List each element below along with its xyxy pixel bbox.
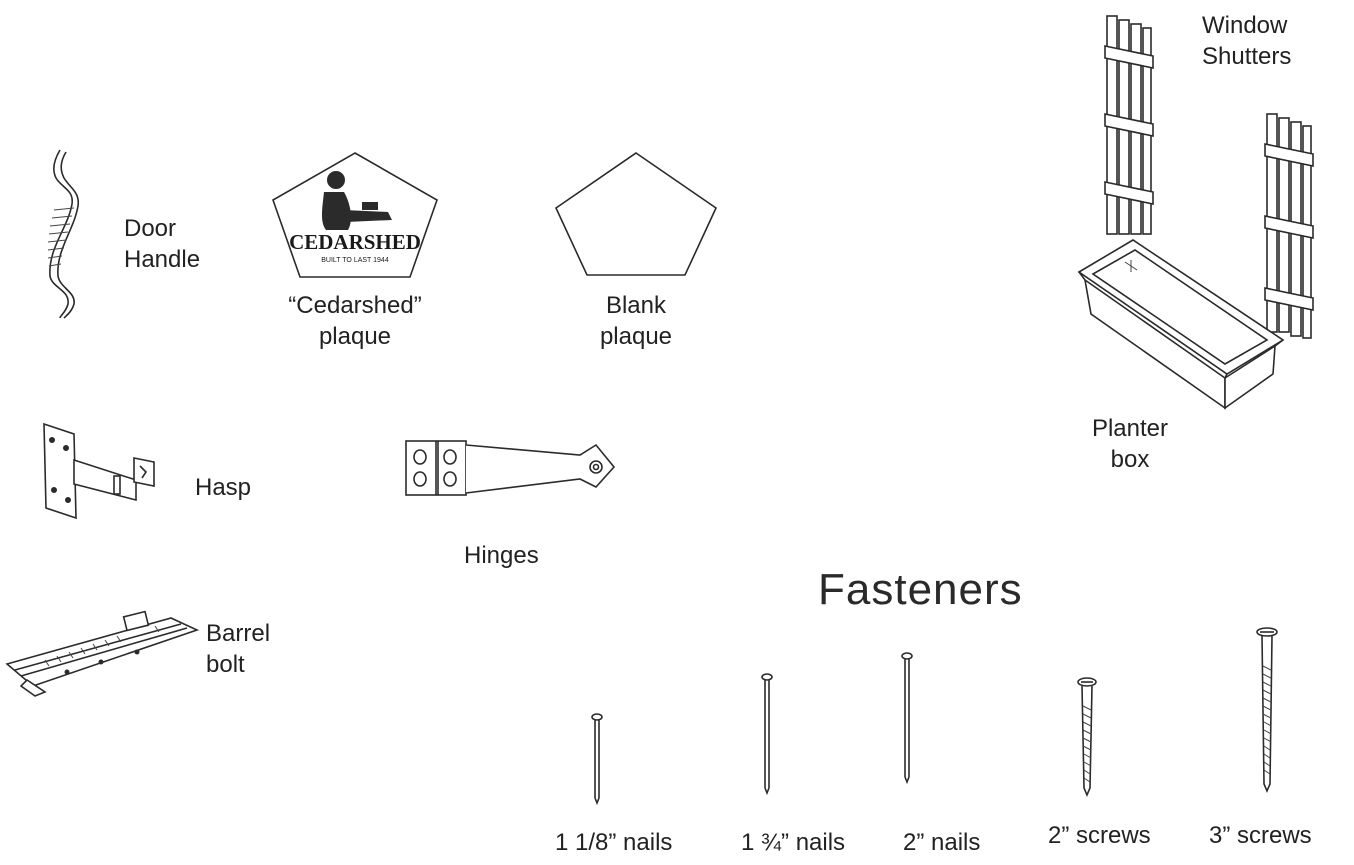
barrel-bolt-label-line1: Barrel: [206, 620, 271, 647]
blank-plaque-label-line2: plaque: [599, 323, 673, 350]
screw-2-illustration: [1077, 677, 1097, 798]
cedarshed-plaque-label-line2: plaque: [318, 323, 392, 350]
fastener-label-nails-1-3-4: 1 ¾” nails: [741, 829, 846, 856]
barrel-bolt-illustration: [5, 610, 200, 697]
cedarshed-logo-figure: [322, 171, 392, 230]
window-shutters-label: Window Shutters: [1202, 10, 1291, 72]
cedarshed-logo-subtext: BUILT TO LAST 1944: [321, 257, 389, 264]
nail-1-3-4-illustration: [761, 673, 773, 796]
nail-1-1-8-illustration: [591, 713, 603, 806]
cedarshed-plaque-label: “Cedarshed” plaque: [255, 290, 455, 352]
planter-box-label-line1: Planter: [1091, 415, 1169, 442]
hasp-label: Hasp: [195, 474, 252, 501]
hasp-illustration: [43, 422, 155, 520]
door-handle-label-line1: Door: [124, 215, 177, 242]
barrel-bolt-label-line2: bolt: [206, 651, 245, 678]
hinge-illustration: [405, 440, 616, 496]
cedarshed-plaque-illustration: CEDARSHED BUILT TO LAST 1944: [272, 152, 438, 278]
window-shutter-left-illustration: [1104, 15, 1154, 235]
blank-plaque-label: Blank plaque: [550, 290, 722, 352]
window-shutters-label-line1: Window: [1202, 12, 1288, 39]
planter-box-label: Planter box: [1070, 413, 1190, 475]
fastener-label-screws-3: 3” screws: [1209, 822, 1312, 849]
hinges-label: Hinges: [464, 542, 539, 569]
blank-plaque-label-line1: Blank: [605, 292, 667, 319]
fasteners-title: Fasteners: [818, 565, 1023, 614]
planter-box-illustration: [1077, 239, 1285, 410]
fastener-label-screws-2: 2” screws: [1048, 822, 1151, 849]
cedarshed-plaque-label-line1: “Cedarshed”: [288, 292, 422, 319]
fastener-label-nails-2: 2” nails: [903, 829, 981, 856]
screw-3-illustration: [1256, 627, 1278, 794]
fastener-label-nails-1-1-8: 1 1/8” nails: [555, 829, 673, 856]
nail-2-illustration: [901, 652, 913, 785]
door-handle-illustration: [47, 149, 80, 319]
door-handle-label: Door Handle: [124, 213, 200, 275]
cedarshed-logo-text: CEDARSHED: [289, 230, 421, 254]
door-handle-label-line2: Handle: [124, 246, 201, 273]
window-shutters-label-line2: Shutters: [1202, 43, 1292, 70]
planter-box-label-line2: box: [1110, 446, 1150, 473]
barrel-bolt-label: Barrel bolt: [206, 618, 270, 680]
blank-plaque-illustration: [554, 152, 718, 276]
window-shutter-right-illustration: [1264, 113, 1314, 339]
